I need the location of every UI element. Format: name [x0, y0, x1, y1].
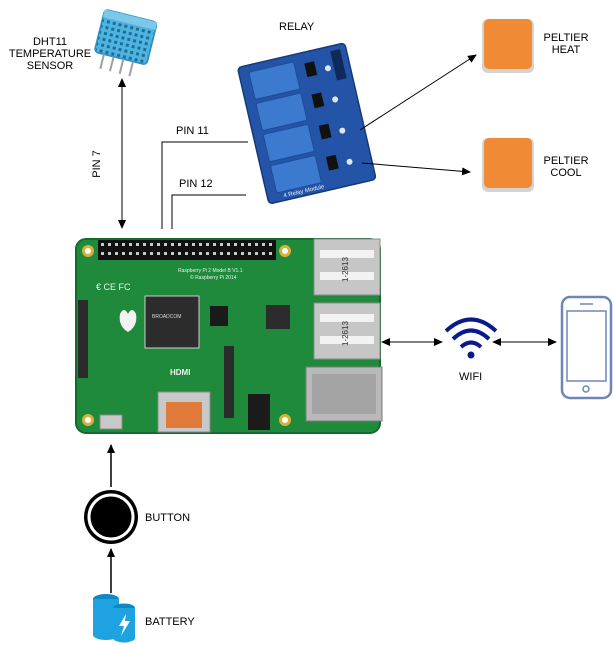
dht11-sensor	[94, 9, 158, 77]
battery-label: BATTERY	[145, 616, 195, 628]
button-label: BUTTON	[145, 512, 191, 524]
relay-label: RELAY	[279, 21, 315, 33]
peltier-heat	[482, 19, 534, 73]
sensor-label-line1: DHT11	[32, 36, 68, 48]
wifi-label: WIFI	[459, 371, 483, 383]
pin7-label: PIN 7	[90, 150, 103, 178]
raspberry-pi-board: Raspberry Pi 2 Model B V1.1 © Raspberry …	[75, 238, 383, 434]
pin11-label: PIN 11	[176, 125, 209, 137]
soc-brand-text: BROADCOM	[152, 314, 181, 320]
board-copyright-text: © Raspberry Pi 2014	[190, 274, 237, 281]
relay-to-cool-wire	[361, 162, 471, 176]
pin12-label: PIN 12	[179, 178, 213, 190]
relay-to-heat-wire	[359, 54, 477, 131]
relay-module: 4 Relay Module	[237, 42, 377, 204]
sensor-label-line3: SENSOR	[26, 60, 74, 72]
hdmi-label: HDMI	[170, 368, 190, 377]
smartphone-icon	[560, 295, 613, 400]
board-name-text: Raspberry Pi 2 Model B V1.1	[178, 268, 243, 274]
peltier-cool-line1: PELTIER	[543, 155, 589, 167]
peltier-heat-line1: PELTIER	[543, 32, 589, 44]
peltier-heat-label: PELTIER HEAT	[536, 32, 596, 56]
sensor-label-line2: TEMPERATURE	[8, 48, 92, 60]
peltier-cool-label: PELTIER COOL	[536, 155, 596, 179]
usb-top-text: 1-2613	[341, 257, 350, 282]
push-button-icon	[84, 490, 138, 544]
sensor-label: DHT11 TEMPERATURE SENSOR	[0, 36, 100, 72]
wifi-icon	[444, 317, 498, 359]
peltier-heat-line2: HEAT	[551, 44, 581, 56]
svg-text:€ CE FC: € CE FC	[96, 282, 131, 292]
battery-icon	[93, 594, 135, 643]
usb-bottom-text: 1-2613	[341, 321, 350, 346]
peltier-cool-line2: COOL	[550, 167, 582, 179]
pin12-wire	[171, 194, 246, 229]
pin11-wire	[161, 141, 248, 229]
peltier-cool	[482, 138, 534, 192]
